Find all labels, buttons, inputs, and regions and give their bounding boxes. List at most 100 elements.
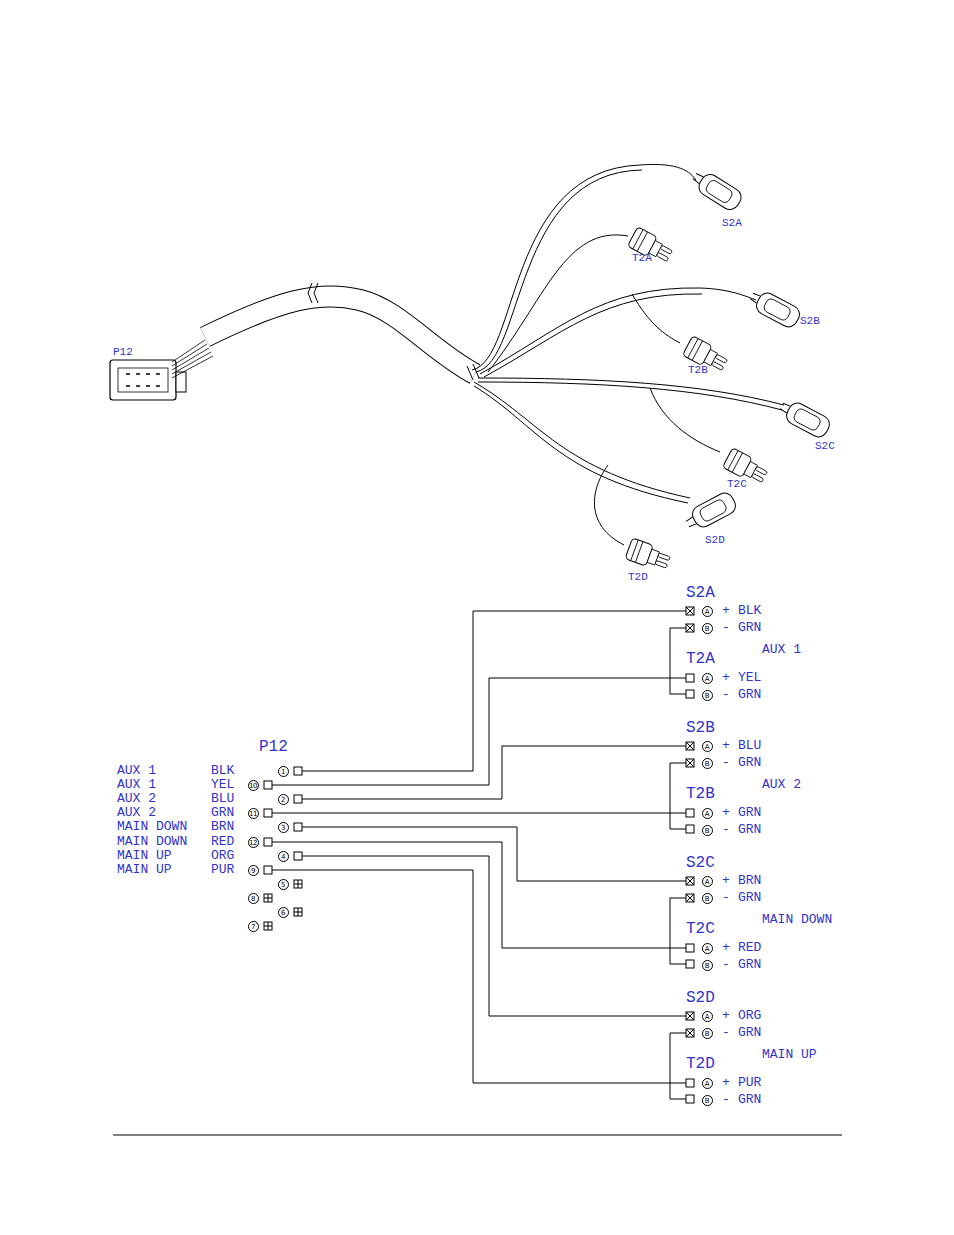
pin-letter: A [702, 876, 713, 887]
pin-letter: B [702, 960, 713, 971]
wire-color: GRN [738, 688, 761, 702]
wire-color: BRN [211, 820, 234, 834]
wire-color: GRN [738, 823, 761, 837]
polarity-sign: + [722, 1009, 730, 1023]
signal-name: AUX 2 [117, 792, 156, 806]
polarity-sign: + [722, 874, 730, 888]
polarity-sign: - [722, 891, 730, 905]
wire-color: GRN [738, 891, 761, 905]
wire-color: RED [211, 835, 234, 849]
connector-label: T2B [688, 364, 708, 376]
pin-number: 10 [248, 780, 259, 791]
pin-letter: A [702, 1011, 713, 1022]
signal-name: MAIN DOWN [117, 835, 187, 849]
pin-number: 2 [278, 794, 289, 805]
pin-letter: A [702, 943, 713, 954]
connector-label: P12 [113, 346, 133, 358]
wire-color: PUR [738, 1076, 761, 1090]
connector-name: T2A [686, 651, 715, 669]
polarity-sign: - [722, 688, 730, 702]
wire-color: ORG [738, 1009, 761, 1023]
function-name: AUX 2 [762, 778, 801, 792]
connector-name: S2D [686, 990, 715, 1008]
pin-letter: B [702, 825, 713, 836]
polarity-sign: + [722, 604, 730, 618]
polarity-sign: - [722, 1093, 730, 1107]
pin-number: 6 [278, 907, 289, 918]
p12-pins [264, 767, 302, 930]
connector-label: S2C [815, 440, 835, 452]
pin-letter: B [702, 623, 713, 634]
illustration-connectors [625, 167, 833, 573]
pin-number: 3 [278, 822, 289, 833]
polarity-sign: + [722, 739, 730, 753]
wire-color: BLU [738, 739, 761, 753]
wire-color: PUR [211, 863, 234, 877]
wire-color: BLK [211, 764, 234, 778]
pin-number: 11 [248, 808, 259, 819]
polarity-sign: - [722, 823, 730, 837]
polarity-sign: - [722, 621, 730, 635]
connector-name: S2C [686, 855, 715, 873]
connector-label: S2D [705, 534, 725, 546]
pin-letter: A [702, 741, 713, 752]
connector-label: S2B [800, 315, 820, 327]
wire-color: RED [738, 941, 761, 955]
branch-wires [472, 164, 784, 545]
wire-color: GRN [738, 1093, 761, 1107]
wire-color: BRN [738, 874, 761, 888]
wire-color: GRN [738, 1026, 761, 1040]
pin-letter: B [702, 1095, 713, 1106]
pin-number: 7 [248, 921, 259, 932]
polarity-sign: + [722, 1076, 730, 1090]
signal-name: MAIN DOWN [117, 820, 187, 834]
ground-jumpers [670, 628, 686, 1099]
function-name: AUX 1 [762, 643, 801, 657]
signal-name: MAIN UP [117, 849, 172, 863]
footer-rule [113, 1135, 842, 1136]
polarity-sign: - [722, 958, 730, 972]
wire-color: GRN [738, 958, 761, 972]
polarity-sign: + [722, 671, 730, 685]
connector-label: T2C [727, 478, 747, 490]
pin-letter: B [702, 893, 713, 904]
connector-name: S2B [686, 720, 715, 738]
pin-letter: B [702, 758, 713, 769]
function-name: MAIN DOWN [762, 913, 832, 927]
pin-letter: A [702, 606, 713, 617]
connector-name: T2C [686, 921, 715, 939]
pin-number: 8 [248, 893, 259, 904]
polarity-sign: + [722, 806, 730, 820]
pin-number: 1 [278, 766, 289, 777]
harness-wires [272, 611, 686, 1083]
polarity-sign: + [722, 941, 730, 955]
pin-number: 9 [248, 865, 259, 876]
connector-label: S2A [722, 217, 742, 229]
signal-name: MAIN UP [117, 863, 172, 877]
pin-letter: B [702, 690, 713, 701]
function-name: MAIN UP [762, 1048, 817, 1062]
connector-label: T2A [632, 252, 652, 264]
wire-color: BLK [738, 604, 761, 618]
p12-connector [110, 340, 213, 400]
connector-name: S2A [686, 585, 715, 603]
signal-name: AUX 1 [117, 778, 156, 792]
wire-color: GRN [211, 806, 234, 820]
wire-color: GRN [738, 756, 761, 770]
pin-letter: A [702, 673, 713, 684]
signal-name: AUX 2 [117, 806, 156, 820]
pin-number: 12 [248, 837, 259, 848]
connector-label: T2D [628, 571, 648, 583]
pin-letter: B [702, 1028, 713, 1039]
pin-number: 5 [278, 879, 289, 890]
wire-color: GRN [738, 806, 761, 820]
polarity-sign: - [722, 1026, 730, 1040]
trunk-cable [205, 283, 479, 380]
wire-color: YEL [738, 671, 761, 685]
wire-color: YEL [211, 778, 234, 792]
wire-color: ORG [211, 849, 234, 863]
signal-name: AUX 1 [117, 764, 156, 778]
pin-number: 4 [278, 851, 289, 862]
pin-letter: A [702, 808, 713, 819]
